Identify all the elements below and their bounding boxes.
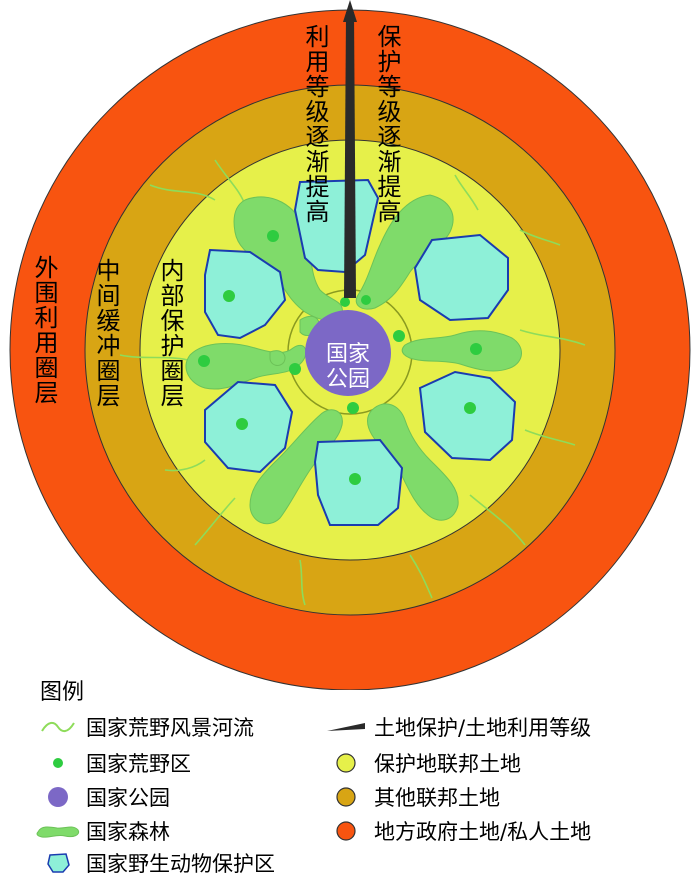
purple-dot-icon (30, 782, 86, 812)
green-dot (289, 363, 301, 375)
inner-ring-label: 内部保护圈层 (156, 258, 184, 408)
green-dot (464, 402, 476, 414)
forest-blob (367, 403, 459, 521)
legend-label: 土地保护/土地利用等级 (374, 716, 592, 740)
forest-blob (269, 350, 286, 366)
outer-ring-label: 外围利用圈层 (30, 255, 58, 405)
forest-blob-icon (30, 816, 86, 846)
ochre-circle-icon (318, 782, 374, 812)
middle-ring-label: 中间缓冲圈层 (92, 258, 120, 408)
legend-item-local-private: 地方政府土地/私人土地 (318, 816, 591, 846)
legend-item-other-federal: 其他联邦土地 (318, 782, 500, 812)
forest-blob (249, 409, 343, 525)
green-dot (223, 290, 235, 302)
legend-label: 地方政府土地/私人土地 (374, 820, 592, 844)
green-dot (361, 295, 371, 305)
green-dot-icon (30, 748, 86, 778)
park-label-line-1: 国家 (325, 341, 370, 367)
wild-scenic-rivers (119, 159, 586, 606)
wildlife-area (204, 380, 294, 474)
legend-title: 图例 (40, 680, 85, 705)
green-dot (470, 343, 482, 355)
legend-item-gradient: 土地保护/土地利用等级 (318, 712, 591, 742)
legend-item-wildlife: 国家野生动物保护区 (30, 848, 275, 878)
wildlife-area-icon (30, 848, 86, 878)
park-label-line-2: 公园 (325, 367, 370, 392)
arrow-left-caption: 利用等级逐渐提高 (301, 24, 329, 224)
legend-item-river: 国家荒野风景河流 (30, 712, 254, 742)
yellow-circle-icon (318, 748, 374, 778)
legend-label: 保护地联邦土地 (374, 752, 521, 776)
national-forests (185, 194, 522, 525)
national-park-label: 国家 公园 (303, 322, 393, 412)
legend-item-protected-federal: 保护地联邦土地 (318, 748, 521, 778)
green-dot (198, 355, 210, 367)
wildlife-area (204, 248, 287, 340)
wilderness-areas (198, 230, 482, 485)
green-dot (267, 230, 279, 242)
arrow-right-caption: 保护等级逐渐提高 (373, 24, 401, 224)
concentric-zone-diagram (9, 0, 691, 690)
legend-item-wilderness: 国家荒野区 (30, 748, 191, 778)
legend-item-park: 国家公园 (30, 782, 170, 812)
green-dot (393, 330, 405, 342)
green-dot (340, 297, 350, 307)
legend-label: 国家荒野风景河流 (86, 716, 254, 740)
legend-label: 国家荒野区 (86, 752, 191, 776)
green-dot (347, 402, 359, 414)
forest-blob (355, 194, 454, 310)
river-icon (30, 712, 86, 742)
green-dot (236, 418, 248, 430)
forest-blob (401, 330, 522, 372)
green-dot (349, 473, 361, 485)
wedge-arrow-icon (318, 712, 374, 742)
wildlife-area (413, 233, 509, 322)
legend-label: 国家公园 (86, 786, 170, 810)
legend-label: 国家野生动物保护区 (86, 852, 275, 876)
orange-circle-icon (318, 816, 374, 846)
legend-item-forest: 国家森林 (30, 816, 170, 846)
gradient-wedge-arrow (343, 0, 357, 298)
wildlife-area (418, 370, 517, 462)
national-park (305, 310, 391, 396)
legend-label: 其他联邦土地 (374, 786, 500, 810)
legend-label: 国家森林 (86, 820, 170, 844)
